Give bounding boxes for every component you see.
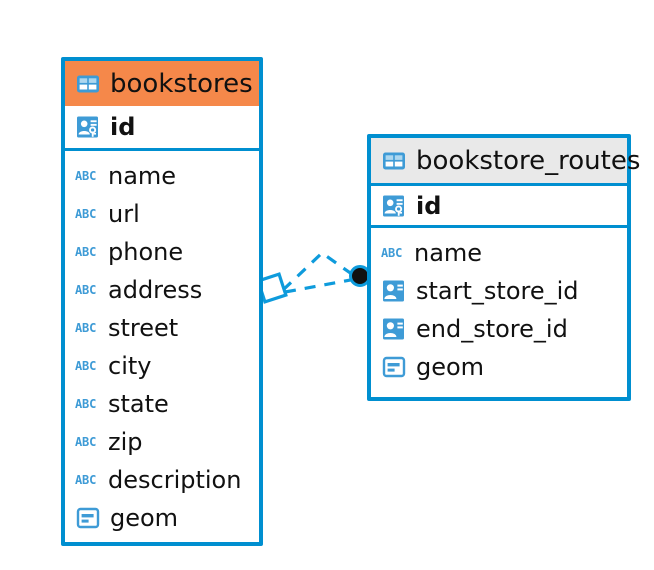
field-label: state	[108, 390, 169, 418]
primary-key-icon	[383, 195, 404, 216]
entity-title-bookstore-routes: bookstore_routes	[416, 145, 641, 176]
svg-text:ABC: ABC	[75, 321, 96, 335]
field-label: geom	[416, 353, 485, 381]
field-row-street[interactable]: ABC street	[75, 309, 249, 347]
entity-header-bookstore-routes[interactable]: bookstore_routes	[371, 138, 640, 183]
abc-text-icon: ABC	[75, 397, 96, 411]
field-row-description[interactable]: ABC description	[75, 461, 249, 499]
field-label: geom	[110, 504, 179, 532]
relationship-line-upper	[281, 250, 357, 292]
field-label: address	[108, 276, 203, 304]
entity-header-bookstores[interactable]: bookstores	[65, 61, 259, 106]
abc-text-icon: ABC	[75, 245, 96, 259]
field-label: street	[108, 314, 179, 342]
foreign-key-icon	[383, 318, 404, 340]
abc-text-icon: ABC	[75, 473, 96, 487]
geometry-icon	[76, 507, 100, 529]
abc-text-icon: ABC	[381, 246, 402, 260]
field-row-start-store-id[interactable]: start_store_id	[381, 272, 617, 310]
primary-key-icon	[77, 116, 98, 138]
field-row-geom[interactable]: geom	[381, 348, 617, 386]
field-label: end_store_id	[416, 315, 568, 343]
primary-key-row-bookstore-routes[interactable]: id	[371, 183, 627, 228]
table-icon	[77, 75, 99, 92]
svg-text:ABC: ABC	[75, 283, 96, 297]
svg-text:ABC: ABC	[75, 207, 96, 221]
svg-text:ABC: ABC	[381, 246, 402, 260]
svg-text:ABC: ABC	[75, 359, 96, 373]
field-row-zip[interactable]: ABC zip	[75, 423, 249, 461]
abc-text-icon: ABC	[75, 321, 96, 335]
field-list-bookstore-routes: ABC name start_store_id	[371, 228, 627, 394]
field-row-phone[interactable]: ABC phone	[75, 233, 249, 271]
field-row-end-store-id[interactable]: end_store_id	[381, 310, 617, 348]
field-row-name[interactable]: ABC name	[381, 234, 617, 272]
foreign-key-icon	[383, 280, 404, 302]
svg-text:ABC: ABC	[75, 245, 96, 259]
abc-text-icon: ABC	[75, 435, 96, 449]
field-label: city	[108, 352, 152, 380]
geometry-icon	[382, 356, 406, 378]
abc-text-icon: ABC	[75, 169, 96, 183]
field-label: name	[414, 239, 483, 267]
field-row-city[interactable]: ABC city	[75, 347, 249, 385]
field-row-name[interactable]: ABC name	[75, 157, 249, 195]
entity-title-bookstores: bookstores	[110, 68, 253, 99]
primary-key-row-bookstores[interactable]: id	[65, 106, 259, 151]
abc-text-icon: ABC	[75, 207, 96, 221]
svg-text:ABC: ABC	[75, 435, 96, 449]
field-list-bookstores: ABC name ABC url ABC phone ABC	[65, 151, 259, 545]
primary-key-label-bookstores: id	[110, 113, 136, 141]
field-label: description	[108, 466, 242, 494]
field-label: url	[108, 200, 140, 228]
entity-table-bookstore-routes[interactable]: bookstore_routes id ABC name	[367, 134, 640, 401]
relationship-line-lower	[284, 277, 357, 294]
svg-text:ABC: ABC	[75, 169, 96, 183]
entity-table-bookstores[interactable]: bookstores id ABC name	[61, 57, 263, 546]
field-row-address[interactable]: ABC address	[75, 271, 249, 309]
field-label: name	[108, 162, 177, 190]
svg-text:ABC: ABC	[75, 473, 96, 487]
primary-key-label-bookstore-routes: id	[416, 191, 442, 220]
field-row-state[interactable]: ABC state	[75, 385, 249, 423]
field-label: start_store_id	[416, 277, 579, 305]
abc-text-icon: ABC	[75, 283, 96, 297]
table-icon	[383, 152, 405, 169]
field-row-url[interactable]: ABC url	[75, 195, 249, 233]
field-label: zip	[108, 428, 143, 456]
field-label: phone	[108, 238, 184, 266]
abc-text-icon: ABC	[75, 359, 96, 373]
field-row-geom[interactable]: geom	[75, 499, 249, 537]
svg-text:ABC: ABC	[75, 397, 96, 411]
